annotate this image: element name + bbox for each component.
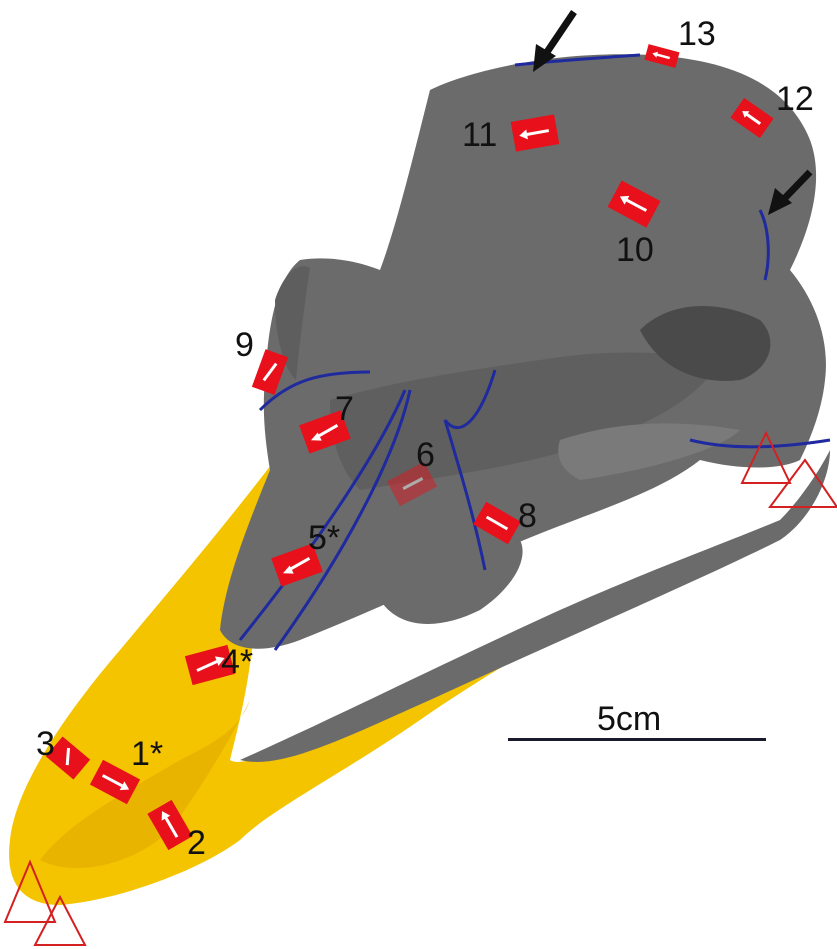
gauge-label-9: 9 [235, 328, 254, 362]
gauge-label-5: 5* [308, 521, 340, 555]
gauge-label-4: 4* [221, 645, 253, 679]
skull [220, 54, 830, 762]
scale-bar-label: 5cm [597, 700, 661, 739]
gauge-label-1: 1* [131, 737, 163, 771]
gauge-label-10: 10 [616, 233, 654, 267]
gauge-label-8: 8 [518, 499, 537, 533]
gauge-label-11: 11 [462, 118, 497, 152]
scale-bar [508, 738, 766, 741]
gauge-label-3: 3 [36, 727, 55, 761]
gauge-label-2: 2 [187, 826, 206, 860]
gauge-label-6: 6 [416, 438, 435, 472]
gauge-label-12: 12 [776, 82, 814, 116]
gauge-label-7: 7 [335, 392, 354, 426]
gauge-label-13: 13 [678, 17, 716, 51]
